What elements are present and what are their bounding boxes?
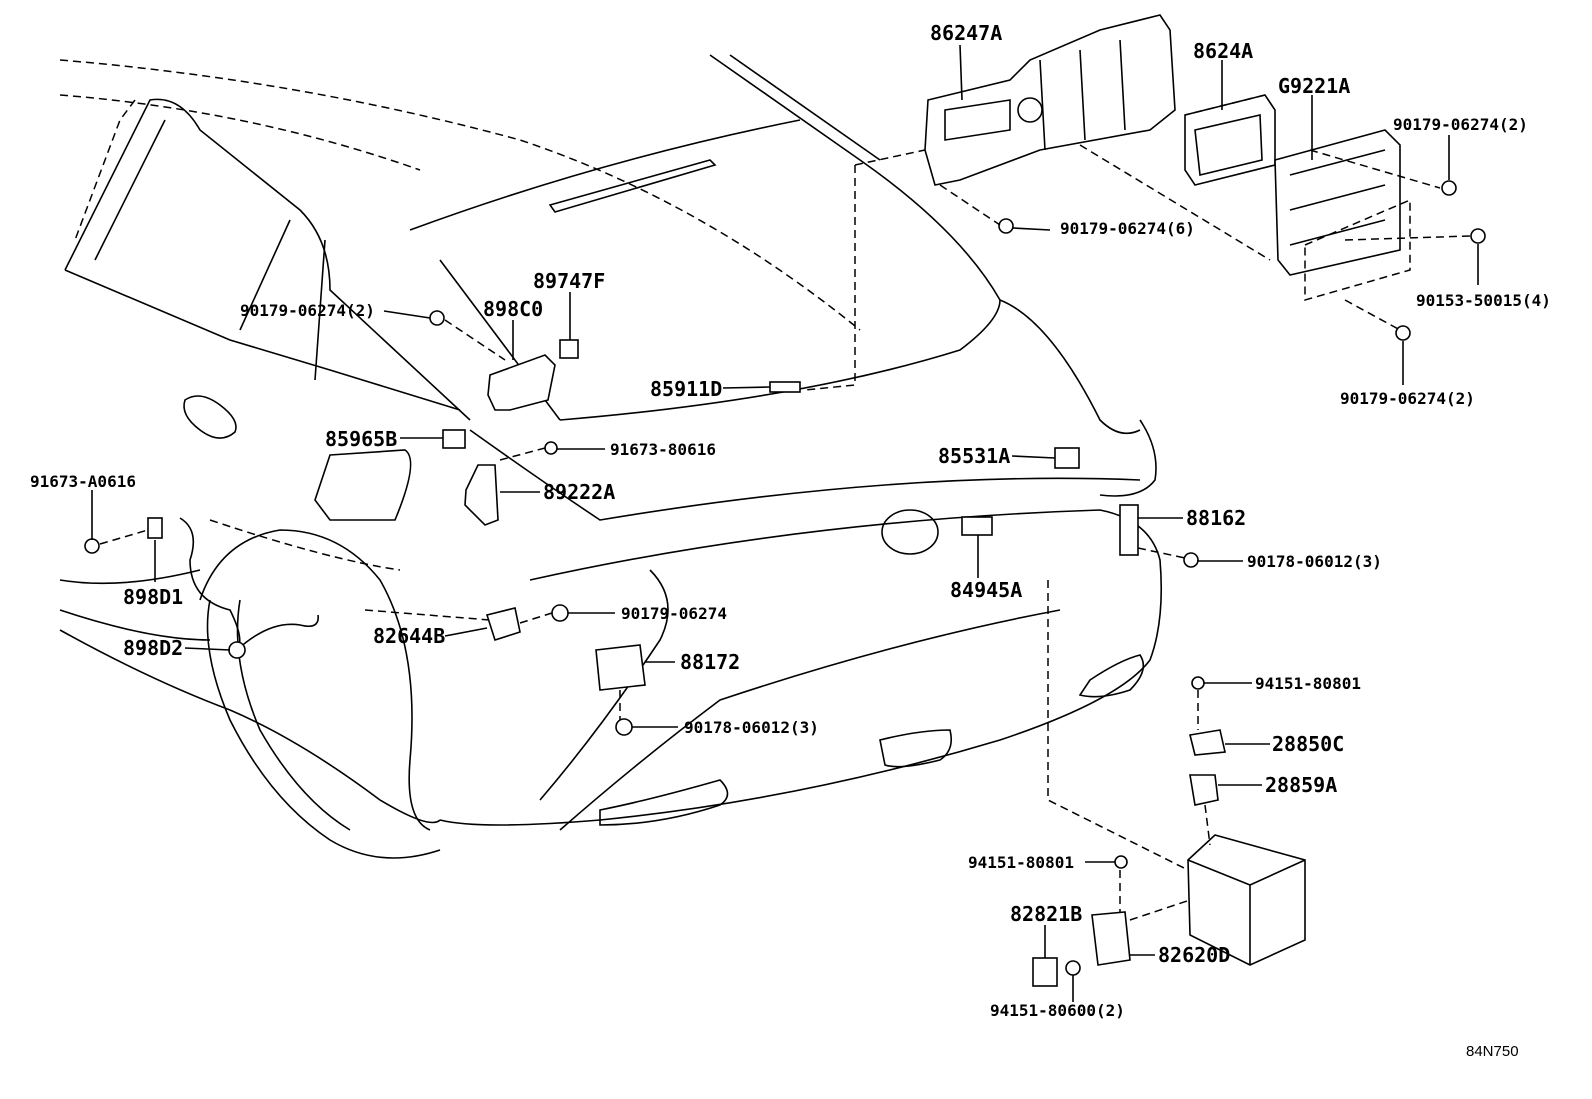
label-90153-50015-4: 90153-50015(4) xyxy=(1416,291,1551,310)
label-90179-06274: 90179-06274 xyxy=(621,604,727,623)
camera-84945A xyxy=(961,516,993,536)
fuse-82821B xyxy=(1032,957,1058,987)
sensor-85911D xyxy=(769,381,801,393)
label-86247A: 86247A xyxy=(930,21,1002,45)
sensor-898D1 xyxy=(147,517,163,539)
clamp-28859A xyxy=(1189,774,1219,806)
battery xyxy=(1187,834,1306,966)
bracket-G9221A xyxy=(1274,129,1401,276)
label-82620D: 82620D xyxy=(1158,943,1230,967)
ecu-898C0 xyxy=(487,354,556,411)
panel-86247A xyxy=(924,14,1176,186)
nut-90178-bottom xyxy=(615,718,633,736)
label-82644B: 82644B xyxy=(373,624,445,648)
label-898D2: 898D2 xyxy=(123,636,183,660)
label-85531A: 85531A xyxy=(938,444,1010,468)
nut-90179-left xyxy=(429,310,445,326)
bolt-90153 xyxy=(1470,228,1486,244)
nut-94151-a xyxy=(1191,676,1205,690)
label-G9221A: G9221A xyxy=(1278,74,1350,98)
label-90178-06012-3-bottom: 90178-06012(3) xyxy=(684,718,819,737)
sensor-88162 xyxy=(1119,504,1139,556)
nut-94151-80600 xyxy=(1065,960,1081,976)
label-94151-80801-b: 94151-80801 xyxy=(968,853,1074,872)
nut-90179-6 xyxy=(998,218,1014,234)
label-91673-80616: 91673-80616 xyxy=(610,440,716,459)
label-85911D: 85911D xyxy=(650,377,722,401)
label-898D1: 898D1 xyxy=(123,585,183,609)
label-28859A: 28859A xyxy=(1265,773,1337,797)
label-90179-06274-2-left: 90179-06274(2) xyxy=(240,301,375,320)
nut-90179-top xyxy=(1441,180,1457,196)
label-94151-80600-2: 94151-80600(2) xyxy=(990,1001,1125,1020)
parts-shapes xyxy=(84,14,1486,987)
nut-90179-right xyxy=(1395,325,1411,341)
label-89747F: 89747F xyxy=(533,269,605,293)
diagram-code: 84N750 xyxy=(1466,1043,1519,1060)
nut-94151-b xyxy=(1114,855,1128,869)
module-89747F xyxy=(559,339,579,359)
switch-85965B xyxy=(442,429,466,449)
label-8624A: 8624A xyxy=(1193,39,1253,63)
module-88172 xyxy=(595,644,646,691)
sensor-89222A xyxy=(464,464,499,526)
label-88172: 88172 xyxy=(680,650,740,674)
label-90179-06274-2-right: 90179-06274(2) xyxy=(1340,389,1475,408)
label-88162: 88162 xyxy=(1186,506,1246,530)
assembly-lines xyxy=(99,94,1471,921)
nut-90178-right xyxy=(1183,552,1199,568)
sensor-898D2 xyxy=(228,641,246,659)
label-28850C: 28850C xyxy=(1272,732,1344,756)
label-898C0: 898C0 xyxy=(483,297,543,321)
bolt-91673-80616 xyxy=(544,441,558,455)
nut-90179-mid xyxy=(551,604,569,622)
label-84945A: 84945A xyxy=(950,578,1022,602)
label-82821B: 82821B xyxy=(1010,902,1082,926)
label-90179-06274-2-top: 90179-06274(2) xyxy=(1393,115,1528,134)
wire-harness xyxy=(179,517,319,651)
label-90179-06274-6: 90179-06274(6) xyxy=(1060,219,1195,238)
label-85965B: 85965B xyxy=(325,427,397,451)
clamp-28850C xyxy=(1189,729,1226,756)
bolt-91673-A0616 xyxy=(84,538,100,554)
leader-lines xyxy=(91,44,1479,1002)
label-90178-06012-3-right: 90178-06012(3) xyxy=(1247,552,1382,571)
label-91673-A0616: 91673-A0616 xyxy=(30,472,136,491)
part-labels: 86247A 8624A G9221A 90179-06274(2) 90179… xyxy=(30,21,1551,1060)
label-94151-80801-a: 94151-80801 xyxy=(1255,674,1361,693)
relay-82620D xyxy=(1091,911,1131,966)
switch-85531A xyxy=(1054,447,1080,469)
label-89222A: 89222A xyxy=(543,480,615,504)
sensor-82644B xyxy=(485,607,521,642)
